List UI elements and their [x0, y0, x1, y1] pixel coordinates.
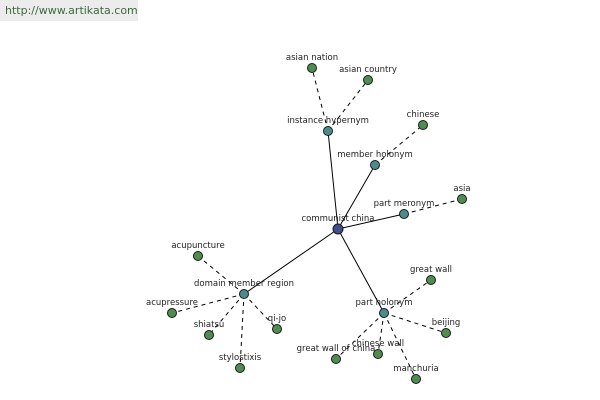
label-beijing: beijing [432, 318, 461, 328]
label-communist-china: communist china [301, 214, 374, 224]
label-member-holonym: member holonym [337, 150, 412, 160]
label-instance-hypernym: instance hypernym [287, 116, 369, 126]
edge-domain-member-region-shiatsu [208, 293, 245, 336]
graph-edges [171, 67, 463, 380]
edge-domain-member-region-acupuncture [197, 255, 245, 295]
label-part-holonym: part holonym [356, 298, 413, 308]
node-chinese[interactable] [418, 120, 428, 130]
node-acupressure[interactable] [167, 308, 177, 318]
edge-center-instance-hypernym [327, 130, 339, 230]
edge-part-holonym-great-wall-of-china [335, 312, 385, 360]
edge-part-holonym-chinese-wall [377, 312, 385, 355]
node-part-holonym[interactable] [379, 308, 389, 318]
label-asian-nation: asian nation [286, 53, 338, 63]
label-asia: asia [453, 184, 470, 194]
edge-center-domain-member-region [243, 228, 339, 295]
label-great-wall-of-china: great wall of china [297, 344, 376, 354]
label-acupressure: acupressure [146, 298, 198, 308]
label-manchuria: manchuria [393, 364, 438, 374]
edge-part-meronym-asia [403, 198, 463, 215]
graph-nodes [167, 63, 467, 384]
node-manchuria[interactable] [411, 374, 421, 384]
node-asia[interactable] [457, 194, 467, 204]
site-url-link[interactable]: http://www.artikata.com [0, 0, 138, 21]
edge-center-member-holonym [337, 164, 376, 230]
edge-domain-member-region-qi-jo [243, 293, 278, 330]
edge-part-holonym-great-wall [383, 279, 432, 314]
node-great-wall-of-china[interactable] [331, 354, 341, 364]
label-acupuncture: acupuncture [171, 241, 224, 251]
node-acupuncture[interactable] [193, 251, 203, 261]
node-instance-hypernym[interactable] [323, 126, 333, 136]
node-member-holonym[interactable] [370, 160, 380, 170]
label-shiatsu: shiatsu [194, 320, 225, 330]
edge-center-part-meronym [337, 213, 405, 230]
label-stylostixis: stylostixis [219, 353, 262, 363]
edge-part-holonym-beijing [383, 312, 447, 334]
node-communist-china[interactable] [332, 223, 344, 235]
label-chinese-wall: chinese wall [352, 339, 404, 349]
node-asian-nation[interactable] [307, 63, 317, 73]
edge-member-holonym-chinese [374, 124, 424, 166]
edge-instance-hypernym-asian-nation [311, 67, 329, 132]
node-chinese-wall[interactable] [373, 349, 383, 359]
label-qi-jo: qi-jo [268, 314, 286, 324]
label-asian-country: asian country [339, 65, 397, 75]
node-domain-member-region[interactable] [239, 289, 249, 299]
node-great-wall[interactable] [426, 275, 436, 285]
label-great-wall: great wall [410, 265, 452, 275]
label-chinese: chinese [407, 110, 440, 120]
node-asian-country[interactable] [363, 75, 373, 85]
node-shiatsu[interactable] [204, 330, 214, 340]
node-stylostixis[interactable] [235, 363, 245, 373]
edge-center-part-holonym [337, 228, 385, 314]
label-part-meronym: part meronym [374, 199, 435, 209]
edge-instance-hypernym-asian-country [327, 79, 369, 132]
label-domain-member-region: domain member region [194, 279, 294, 289]
node-part-meronym[interactable] [399, 209, 409, 219]
node-qi-jo[interactable] [272, 324, 282, 334]
node-beijing[interactable] [441, 328, 451, 338]
